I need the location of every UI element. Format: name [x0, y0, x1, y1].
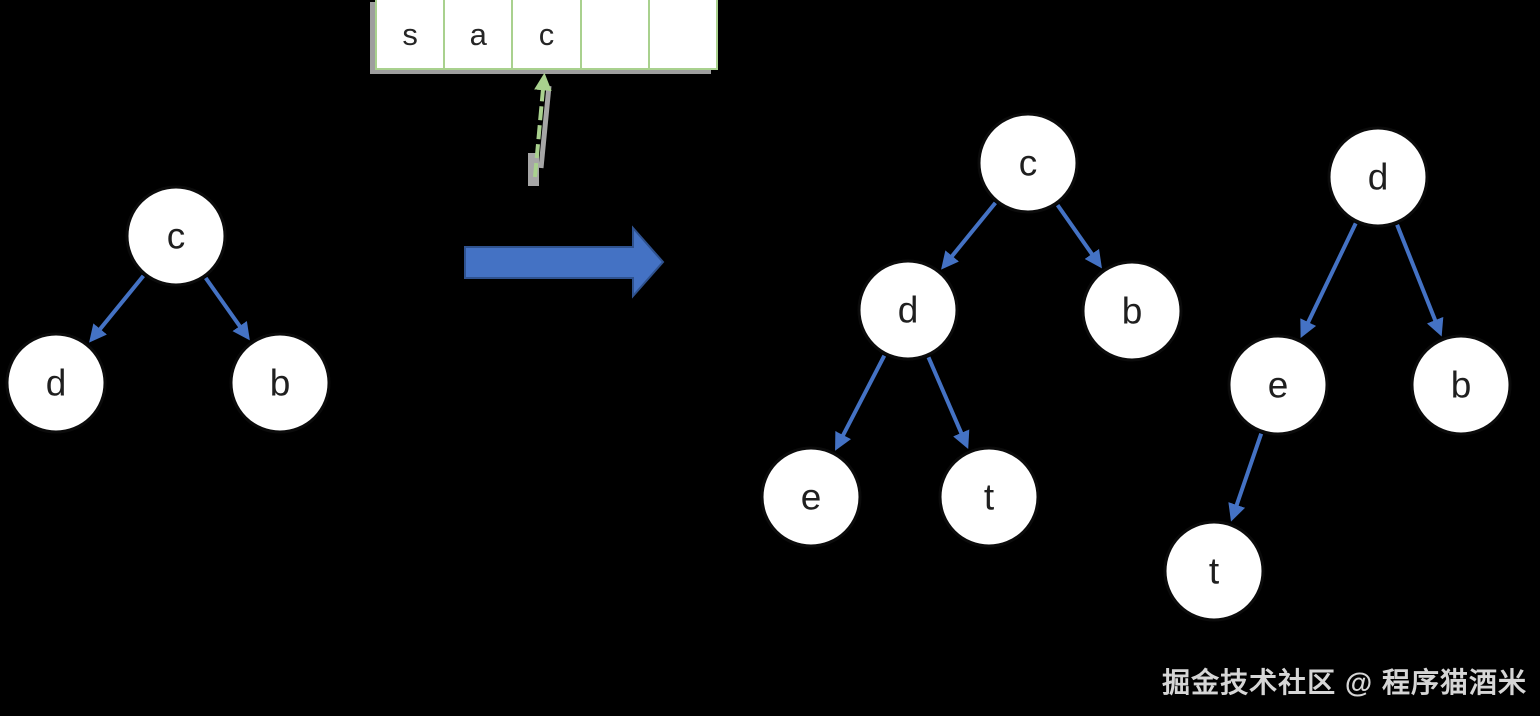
tree-edge-arrow — [1228, 433, 1264, 522]
string-array-table: s a c — [375, 0, 718, 70]
tree-node: d — [1327, 126, 1429, 228]
tree-node: b — [1410, 334, 1512, 436]
tree-node: t — [938, 446, 1040, 548]
tree-node: t — [1163, 520, 1265, 622]
tree-edges-group — [89, 201, 1444, 522]
tree-node: b — [229, 332, 331, 434]
tree-edge-arrow — [835, 354, 887, 451]
tree-node: e — [1227, 334, 1329, 436]
tree-edge-arrow — [204, 276, 250, 341]
array-cell: a — [445, 0, 514, 68]
array-cell — [582, 0, 650, 68]
transform-arrow-icon — [464, 225, 665, 299]
tree-edge-arrow — [941, 201, 997, 270]
tree-edge-arrow — [1395, 224, 1444, 337]
tree-edge-arrow — [89, 274, 145, 343]
tree-node: e — [760, 446, 862, 548]
tree-node: b — [1081, 260, 1183, 362]
array-cell: s — [377, 0, 446, 68]
tree-edge-arrow — [1055, 203, 1102, 269]
tree-node: c — [977, 112, 1079, 214]
watermark: 掘金技术社区 @ 程序猫酒米 — [1162, 667, 1527, 698]
tree-edge-arrow — [926, 356, 970, 450]
tree-edge-arrow — [1300, 222, 1358, 338]
tree-node: c — [125, 185, 227, 287]
array-cell: c — [513, 0, 582, 68]
pointer-arrow-icon — [528, 72, 552, 186]
tree-node: d — [857, 259, 959, 361]
tree-node: d — [5, 332, 107, 434]
